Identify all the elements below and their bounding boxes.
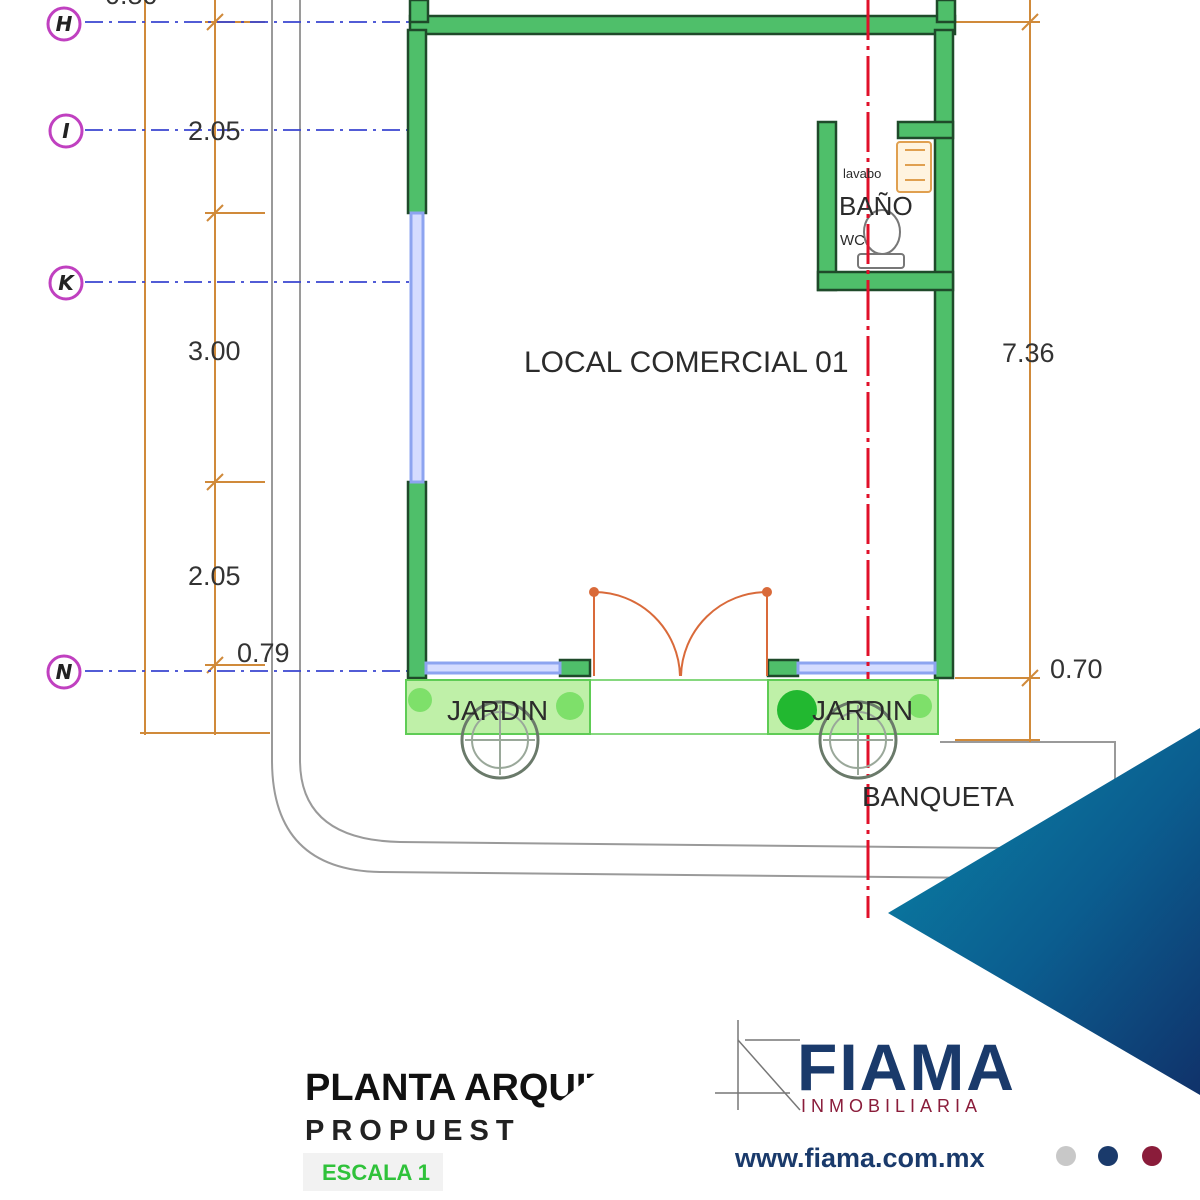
decorative-triangle xyxy=(888,728,1200,1095)
fixture-label-lavabo: lavabo xyxy=(843,166,881,181)
grey-dot[interactable] xyxy=(1056,1146,1076,1166)
axis-label-n: N xyxy=(56,660,73,684)
garden-left xyxy=(405,679,591,780)
axis-label-h: H xyxy=(56,12,73,36)
room-label-local: LOCAL COMERCIAL 01 xyxy=(524,346,849,379)
navy-dot[interactable] xyxy=(1098,1146,1118,1166)
logo-mark-icon xyxy=(715,1020,801,1111)
axis-lines xyxy=(85,21,410,672)
room-label-banqueta: BANQUETA xyxy=(862,781,1014,812)
dim-n-offset: 0.79 xyxy=(237,638,290,668)
left-dimension-chain xyxy=(140,0,270,735)
plan-title-block: PLANTA ARQUIT PROPUEST ESCALA 1 xyxy=(303,1060,612,1200)
axis-bubble-n: N xyxy=(46,654,82,690)
website-link[interactable]: www.fiama.com.mx xyxy=(734,1143,985,1173)
axis-label-k: K xyxy=(58,271,75,295)
garden-right xyxy=(767,679,939,780)
fixture-label-wc: WC xyxy=(840,232,865,249)
brand-sub: INMOBILIARIA xyxy=(801,1096,982,1116)
dim-top-partial: 0.80 xyxy=(105,0,158,10)
axis-bubble-h: H xyxy=(46,6,82,42)
dim-right-height: 7.36 xyxy=(1002,338,1055,368)
dim-k: 3.00 xyxy=(188,336,241,366)
glazing xyxy=(409,211,937,675)
street-curb xyxy=(271,0,1200,881)
lavabo-fixture xyxy=(896,141,932,193)
axis-bubble-k: K xyxy=(48,265,84,301)
room-label-jardin-right: JARDIN xyxy=(812,695,913,726)
dim-k-n: 2.05 xyxy=(188,561,241,591)
fiama-logo: FIAMA INMOBILIARIA xyxy=(715,1020,1016,1116)
room-label-bano: BAÑO xyxy=(839,191,913,221)
plan-title: PLANTA ARQUIT xyxy=(305,1067,610,1109)
brand-name: FIAMA xyxy=(797,1030,1016,1104)
carousel-dots xyxy=(1056,1146,1162,1166)
axis-bubble-i: I xyxy=(48,113,84,149)
entry-doors xyxy=(589,587,772,677)
axis-label-i: I xyxy=(62,119,70,143)
right-dimension-chain xyxy=(955,0,1040,742)
plan-subtitle: PROPUEST xyxy=(305,1115,521,1147)
maroon-dot[interactable] xyxy=(1142,1146,1162,1166)
plan-scale: ESCALA 1 xyxy=(322,1160,430,1185)
dim-right-front: 0.70 xyxy=(1050,654,1103,684)
entry-path xyxy=(589,679,769,735)
dim-h-i: 2.05 xyxy=(188,116,241,146)
walls xyxy=(406,0,957,680)
room-label-jardin-left: JARDIN xyxy=(447,695,548,726)
